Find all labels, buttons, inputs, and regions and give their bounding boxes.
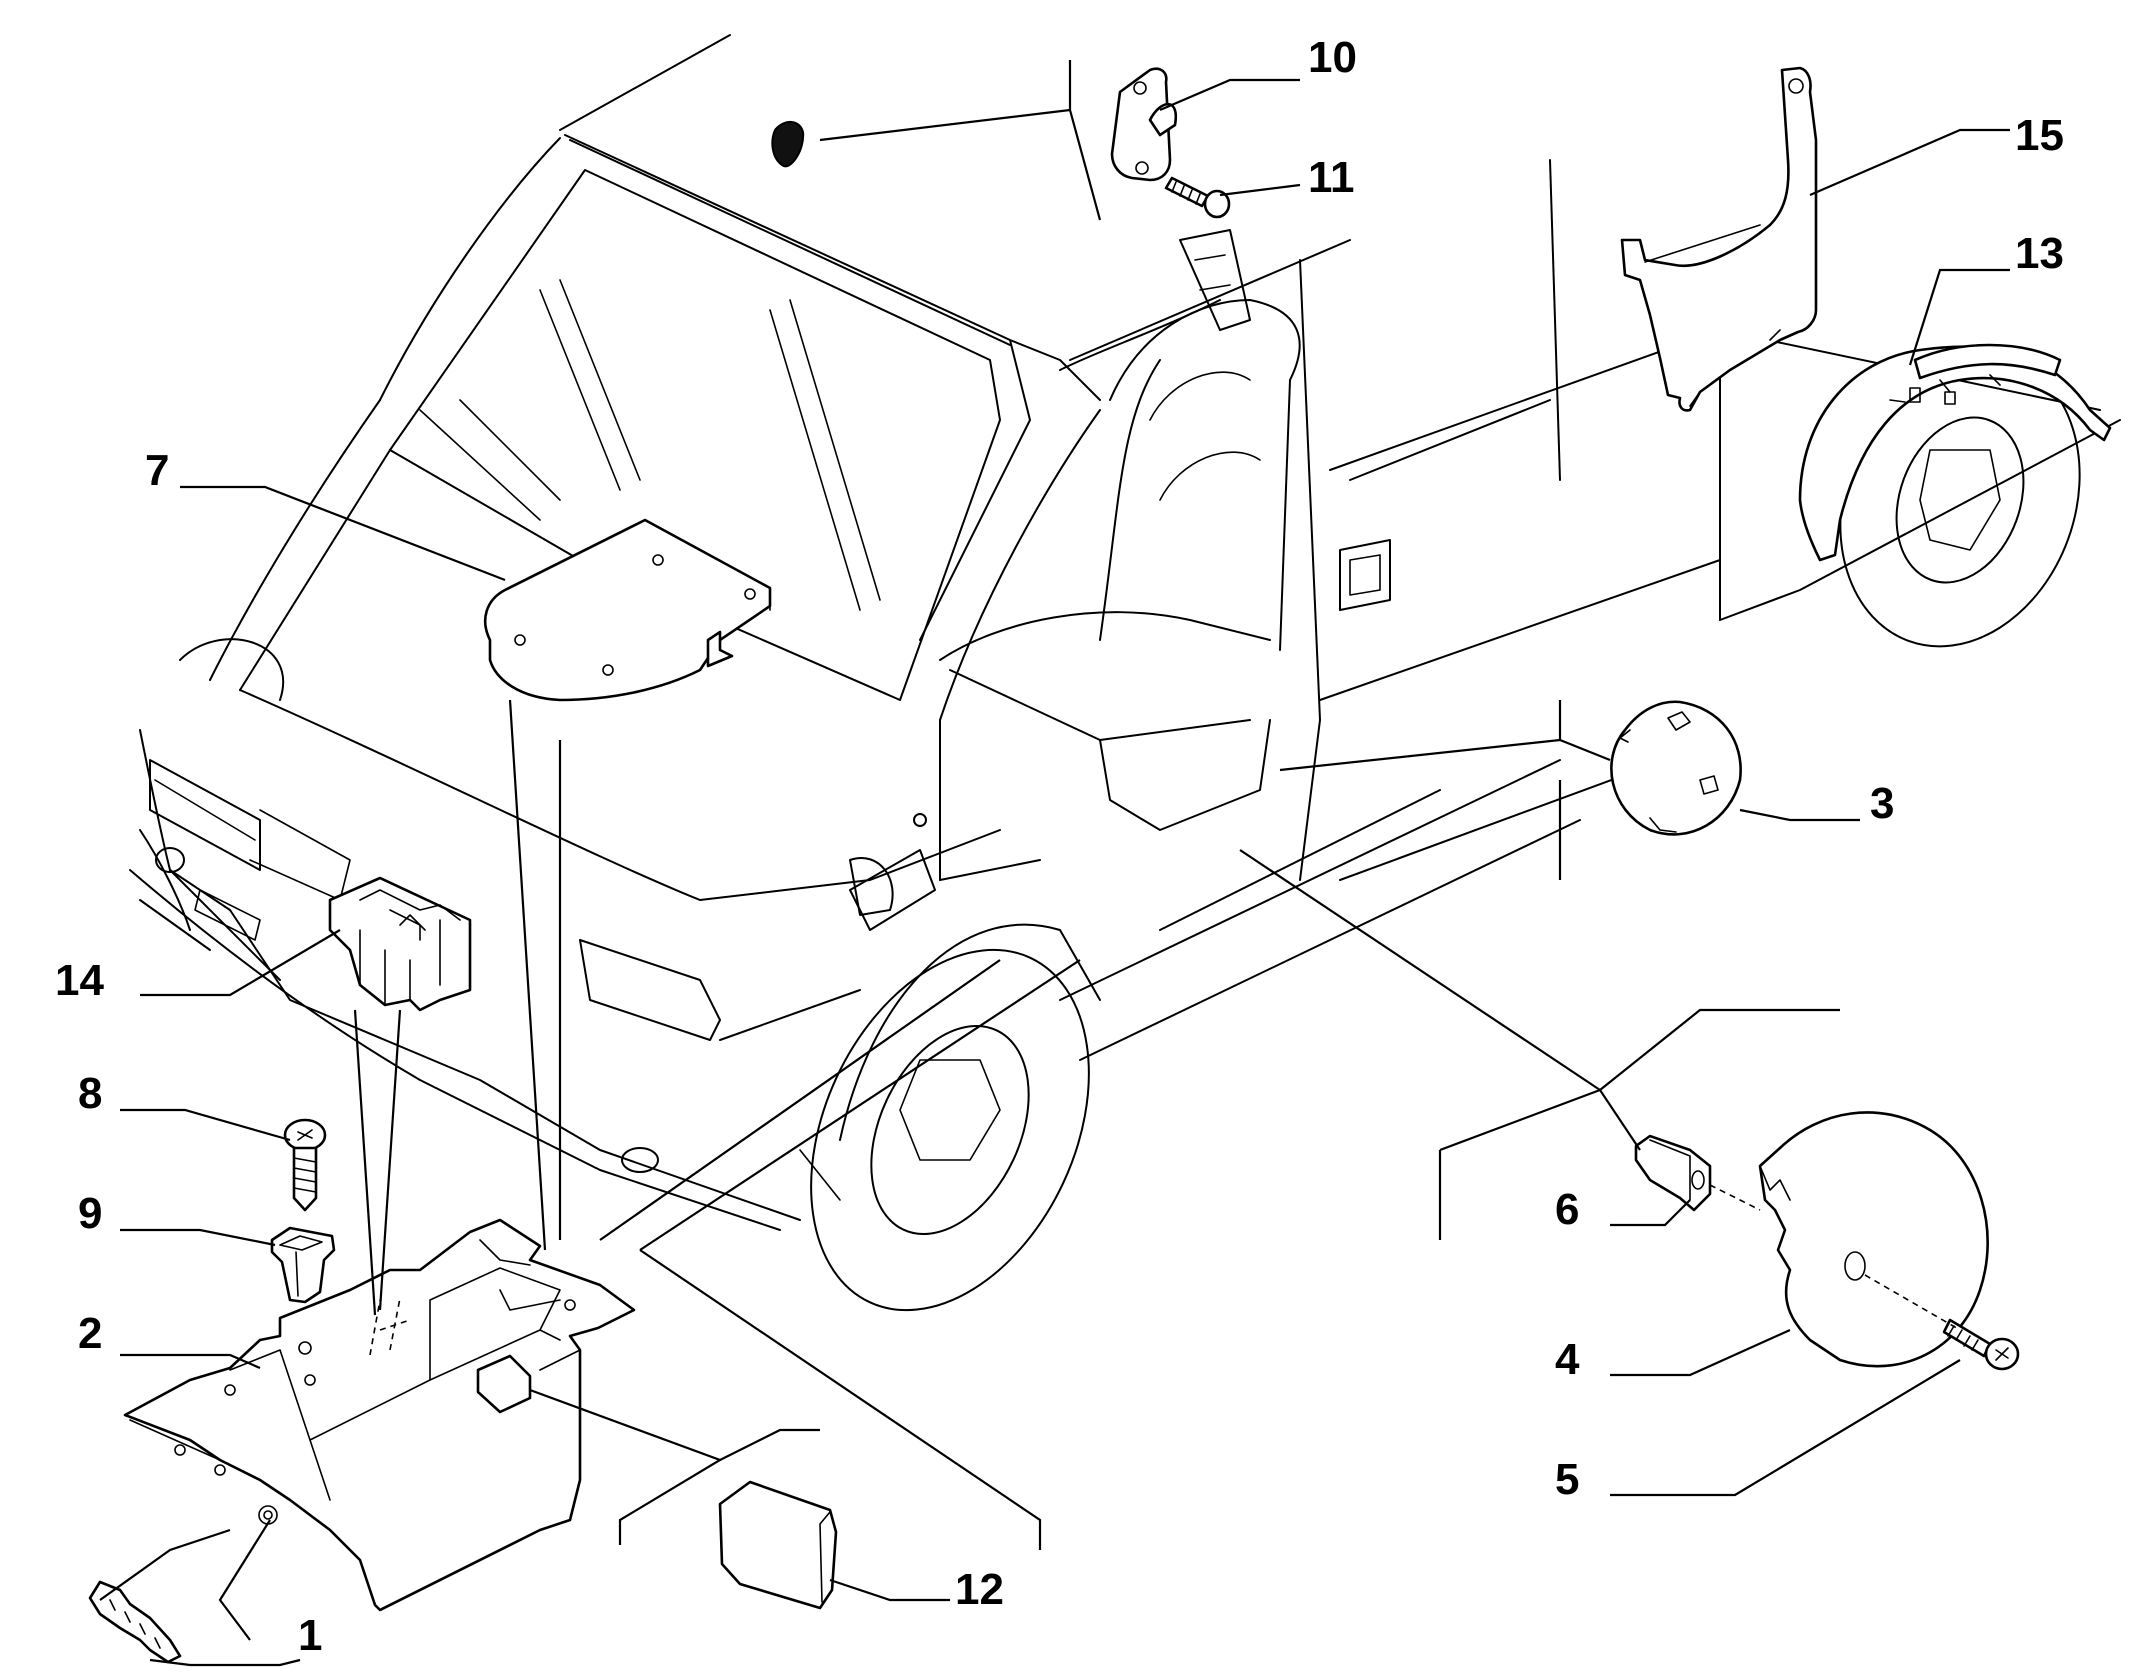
callout-1: 1: [298, 1611, 322, 1660]
callout-8: 8: [78, 1069, 102, 1118]
part-14-connector-block: [328, 876, 472, 1012]
part-7-cover-plate: [483, 518, 772, 702]
van-body-outline: [129, 34, 2121, 1312]
part-15-bracket: [1620, 66, 1818, 412]
part-3-round-cover: [1610, 700, 1742, 836]
part-10-door-hinge-bracket: [1110, 67, 1178, 182]
leader-lines: [99, 60, 2010, 1667]
callout-9: 9: [78, 1189, 102, 1238]
part-13-wheel-arch-liner: [1798, 343, 2112, 562]
callout-6: 6: [1555, 1185, 1579, 1234]
callout-11: 11: [1308, 153, 1355, 202]
part-12-cover-cap: [718, 1480, 838, 1610]
part-4-trim-cover: [1758, 1111, 1989, 1368]
callout-10: 10: [1308, 33, 1357, 82]
part-8-screw: [283, 1118, 327, 1212]
callout-7: 7: [145, 446, 169, 495]
callout-15: 15: [2015, 111, 2064, 160]
callout-3: 3: [1870, 779, 1894, 828]
callout-5: 5: [1555, 1455, 1579, 1504]
callout-12: 12: [955, 1565, 1004, 1614]
callout-13: 13: [2015, 229, 2064, 278]
part-6-clip: [1634, 1134, 1712, 1212]
part-5-screw: [1942, 1318, 2020, 1371]
clip-dark: [771, 121, 805, 168]
callout-2: 2: [78, 1309, 102, 1358]
part-1-clip: [88, 1580, 182, 1664]
part-11-screw: [1164, 176, 1231, 219]
callout-14: 14: [55, 956, 104, 1005]
callout-4: 4: [1555, 1335, 1580, 1384]
part-9-nut-insert: [270, 1226, 336, 1304]
callout-labels: 1 2 3 4 5 6 7 8 9 10 11 12 13 14 15: [55, 33, 2064, 1660]
part-2-floor-tray: [123, 1218, 636, 1612]
